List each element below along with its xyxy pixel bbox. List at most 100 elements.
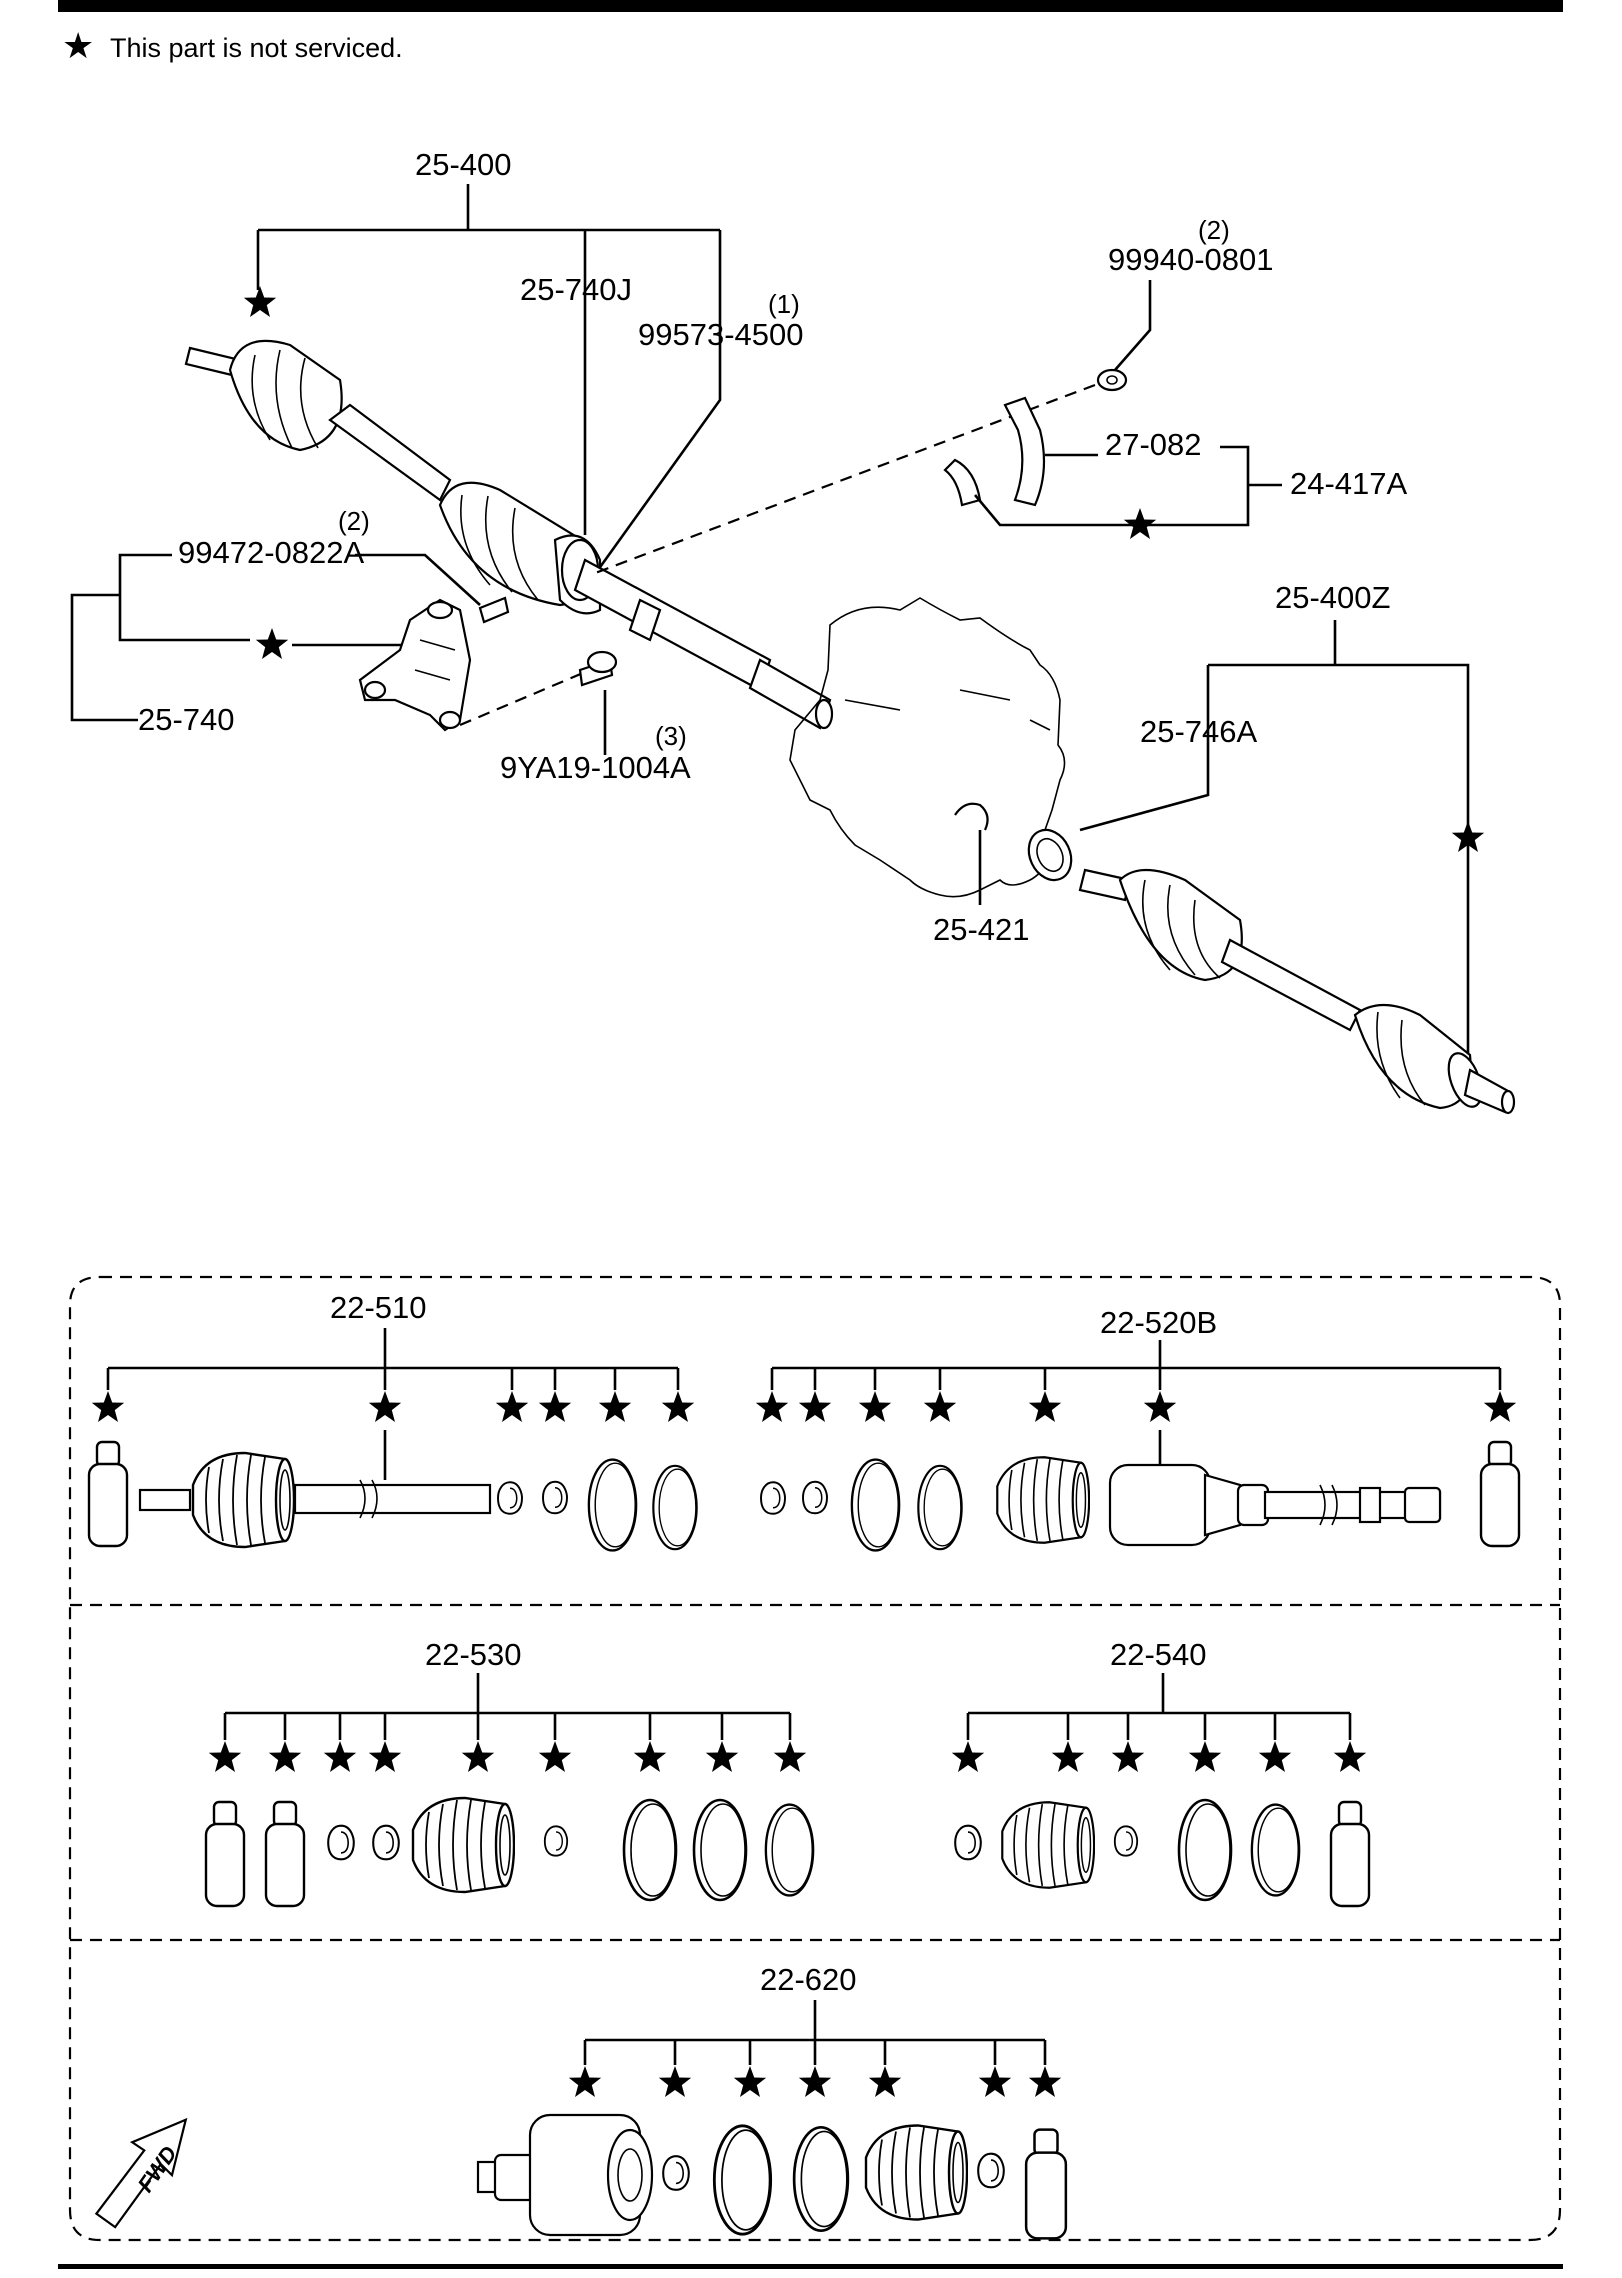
callout-9ya19-1004a: 9YA19-1004A (500, 750, 691, 785)
star-icon (868, 2066, 902, 2097)
notice-text: This part is not serviced. (110, 33, 403, 63)
callout-24-417a: 24-417A (1290, 466, 1408, 501)
bottom-border (58, 2264, 1563, 2269)
grease-bottle (264, 1800, 306, 1908)
snap-ring (496, 1481, 524, 1515)
boot-band (1177, 1798, 1233, 1902)
stud-bolt (478, 596, 510, 624)
boot-band (764, 1803, 815, 1897)
star-icon (568, 2066, 602, 2097)
kit-label-22-620: 22-620 (760, 1962, 857, 1997)
qty-bracket-bolt-3: (3) (655, 721, 687, 751)
bracket (358, 598, 472, 732)
star-icon (1483, 1391, 1517, 1422)
star-icon (773, 1741, 807, 1772)
star-icon (705, 1741, 739, 1772)
transaxle-outline (789, 597, 1066, 898)
kit-22-520b: 22-520B (755, 1305, 1521, 1552)
star-icon (538, 1741, 572, 1772)
kit-label-22-520b: 22-520B (1100, 1305, 1217, 1340)
kit-22-540: 22-540 (951, 1637, 1371, 1908)
star-icon (798, 1391, 832, 1422)
grease-bottle (204, 1800, 246, 1908)
star-icon (978, 2066, 1012, 2097)
grease-bottle (87, 1440, 129, 1548)
callout-99940-0801: 99940-0801 (1108, 242, 1274, 277)
star-icon (368, 1391, 402, 1422)
star-icon (243, 286, 277, 317)
star-icon (755, 1391, 789, 1422)
boot-band (652, 1464, 698, 1551)
snap-ring (1113, 1825, 1139, 1857)
boot-band (850, 1458, 901, 1552)
callout-99573-4500: 99573-4500 (638, 317, 804, 352)
snap-ring (977, 2152, 1005, 2189)
qty-nut-2: (2) (1198, 215, 1230, 245)
right-driveshaft (1078, 868, 1516, 1115)
kit-panel: 22-510 22-520B (68, 1275, 1562, 2242)
boot-band (587, 1458, 638, 1552)
grease-bottle (1329, 1800, 1371, 1908)
snap-ring (759, 1481, 787, 1515)
snap-ring (954, 1824, 982, 1861)
star-icon (368, 1741, 402, 1772)
boot-band (692, 1798, 748, 1902)
star-icon (1051, 1741, 1085, 1772)
boot-band (1250, 1803, 1301, 1897)
snap-ring (662, 2155, 690, 2191)
star-icon (598, 1391, 632, 1422)
bracket-bolt (578, 650, 618, 687)
star-icon (1258, 1741, 1292, 1772)
boot-band (917, 1464, 963, 1551)
star-icon (1028, 1391, 1062, 1422)
kit-panel-border (68, 1275, 1562, 2242)
star-icon (1143, 1391, 1177, 1422)
boot (411, 1796, 515, 1894)
snap-ring (543, 1825, 569, 1857)
snap-ring (372, 1824, 400, 1861)
star-icon (323, 1741, 357, 1772)
snap-ring (327, 1824, 355, 1861)
boot-band (622, 1798, 678, 1902)
kit-22-620: 22-620 (476, 1962, 1068, 2240)
callout-25-740j: 25-740J (520, 272, 632, 307)
snap-ring (541, 1480, 569, 1515)
callout-25-740: 25-740 (138, 702, 235, 737)
star-icon (1123, 508, 1157, 539)
oil-seal (1027, 828, 1073, 882)
right-driveshaft-group: 25-400Z 25-746A (1027, 580, 1516, 1115)
star-icon (1028, 2066, 1062, 2097)
callout-27-082: 27-082 (1105, 427, 1202, 462)
top-border (58, 0, 1563, 12)
star-icon (495, 1391, 529, 1422)
nut (1096, 368, 1128, 392)
snap-ring (801, 1480, 829, 1515)
star-icon (1111, 1741, 1145, 1772)
star-icon (923, 1391, 957, 1422)
notice-star-icon: ★ (62, 25, 94, 66)
star-icon (658, 2066, 692, 2097)
star-icon (1333, 1741, 1367, 1772)
qty-bolt-1: (1) (768, 289, 800, 319)
fwd-arrow: FWD (94, 2117, 188, 2229)
left-driveshaft-group: 25-400 25-740J (1) 99573-4500 (2) 99940-… (70, 147, 1408, 785)
callout-25-421: 25-421 (933, 912, 1030, 947)
inner-joint-shaft (1108, 1463, 1442, 1547)
star-icon (268, 1741, 302, 1772)
outer-joint-shaft (138, 1451, 492, 1549)
qty-stud-2: (2) (338, 506, 370, 536)
clip-ring (954, 802, 989, 831)
grease-bottle (1024, 2128, 1068, 2240)
star-icon (208, 1741, 242, 1772)
boot (1001, 1801, 1095, 1889)
star-icon (951, 1741, 985, 1772)
kit-label-22-530: 22-530 (425, 1637, 522, 1672)
boot-band (712, 2124, 773, 2236)
left-driveshaft (184, 339, 834, 730)
star-icon (661, 1391, 695, 1422)
boot (864, 2124, 968, 2221)
kit-label-22-540: 22-540 (1110, 1637, 1207, 1672)
callout-25-746a: 25-746A (1140, 714, 1258, 749)
star-icon (733, 2066, 767, 2097)
star-icon (255, 628, 289, 659)
